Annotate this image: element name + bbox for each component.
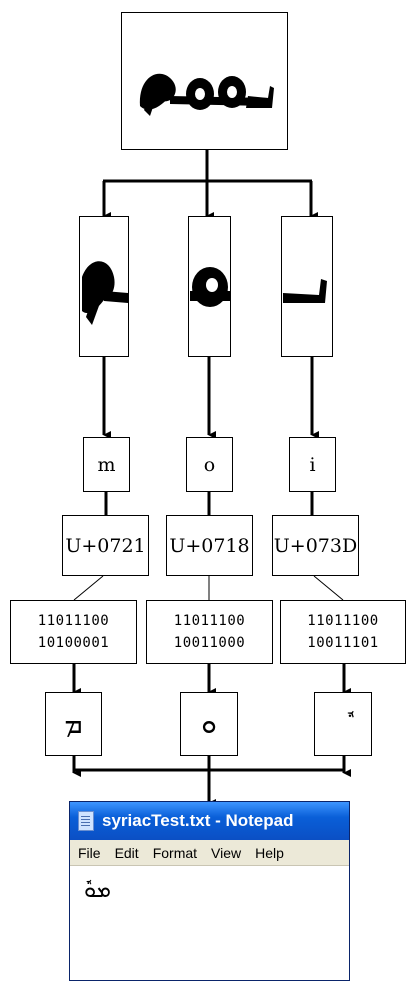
notepad-icon [78,811,94,831]
notepad-title-bar[interactable]: syriacTest.txt - Notepad [70,802,349,840]
binary-byte-2-m: 10100001 [37,635,110,651]
segment-image-i [281,216,333,357]
latin-label-i: i [289,437,336,492]
binary-box-o: 11011100 10011000 [146,600,273,664]
latin-label-m: m [83,437,130,492]
word-image-drawing [139,73,274,116]
segment-drawing-o [189,266,230,307]
binary-box-i: 11011100 10011101 [280,600,406,664]
binary-byte-2-i: 10011101 [307,635,379,651]
menu-edit[interactable]: Edit [114,844,139,861]
notepad-window[interactable]: syriacTest.txt - Notepad File Edit Forma… [69,801,350,981]
binary-byte-2-o: 10011000 [173,635,246,651]
codepoint-text-m: U+0721 [65,534,146,557]
binary-byte-1-m: 11011100 [37,613,110,629]
segment-image-o [188,216,231,357]
codepoint-box-o: U+0718 [166,515,253,576]
latin-text-o: o [203,453,216,476]
codepoint-box-m: U+0721 [62,515,149,576]
menu-format[interactable]: Format [152,844,198,861]
menu-view[interactable]: View [211,844,242,861]
notepad-menu-bar: File Edit Format View Help [70,840,349,866]
word-image [121,12,288,150]
notepad-text-area[interactable]: ܡܘܽ [70,866,349,915]
rendered-glyph-text-o: ܘ [201,707,217,740]
notepad-content: ܡܘܽ [84,878,111,903]
rendered-glyph-m: ܡ [45,692,102,756]
segment-image-m [79,216,129,357]
rendered-glyph-o: ܘ [180,692,238,756]
rendered-glyph-i: ܽ [314,692,372,756]
notepad-title: syriacTest.txt - Notepad [102,811,294,830]
segment-drawing-i [283,278,327,303]
binary-byte-1-o: 11011100 [173,613,246,629]
menu-file[interactable]: File [78,844,101,861]
codepoint-text-o: U+0718 [169,534,250,557]
menu-help[interactable]: Help [255,844,284,861]
binary-box-m: 11011100 10100001 [10,600,137,664]
latin-text-i: i [309,453,316,476]
latin-label-o: o [186,437,233,492]
rendered-glyph-text-m: ܡ [64,707,83,740]
segment-drawing-m [82,260,128,325]
latin-text-m: m [97,453,116,476]
binary-byte-1-i: 11011100 [307,613,379,629]
codepoint-box-i: U+073D [272,515,359,576]
codepoint-text-i: U+073D [273,534,358,557]
